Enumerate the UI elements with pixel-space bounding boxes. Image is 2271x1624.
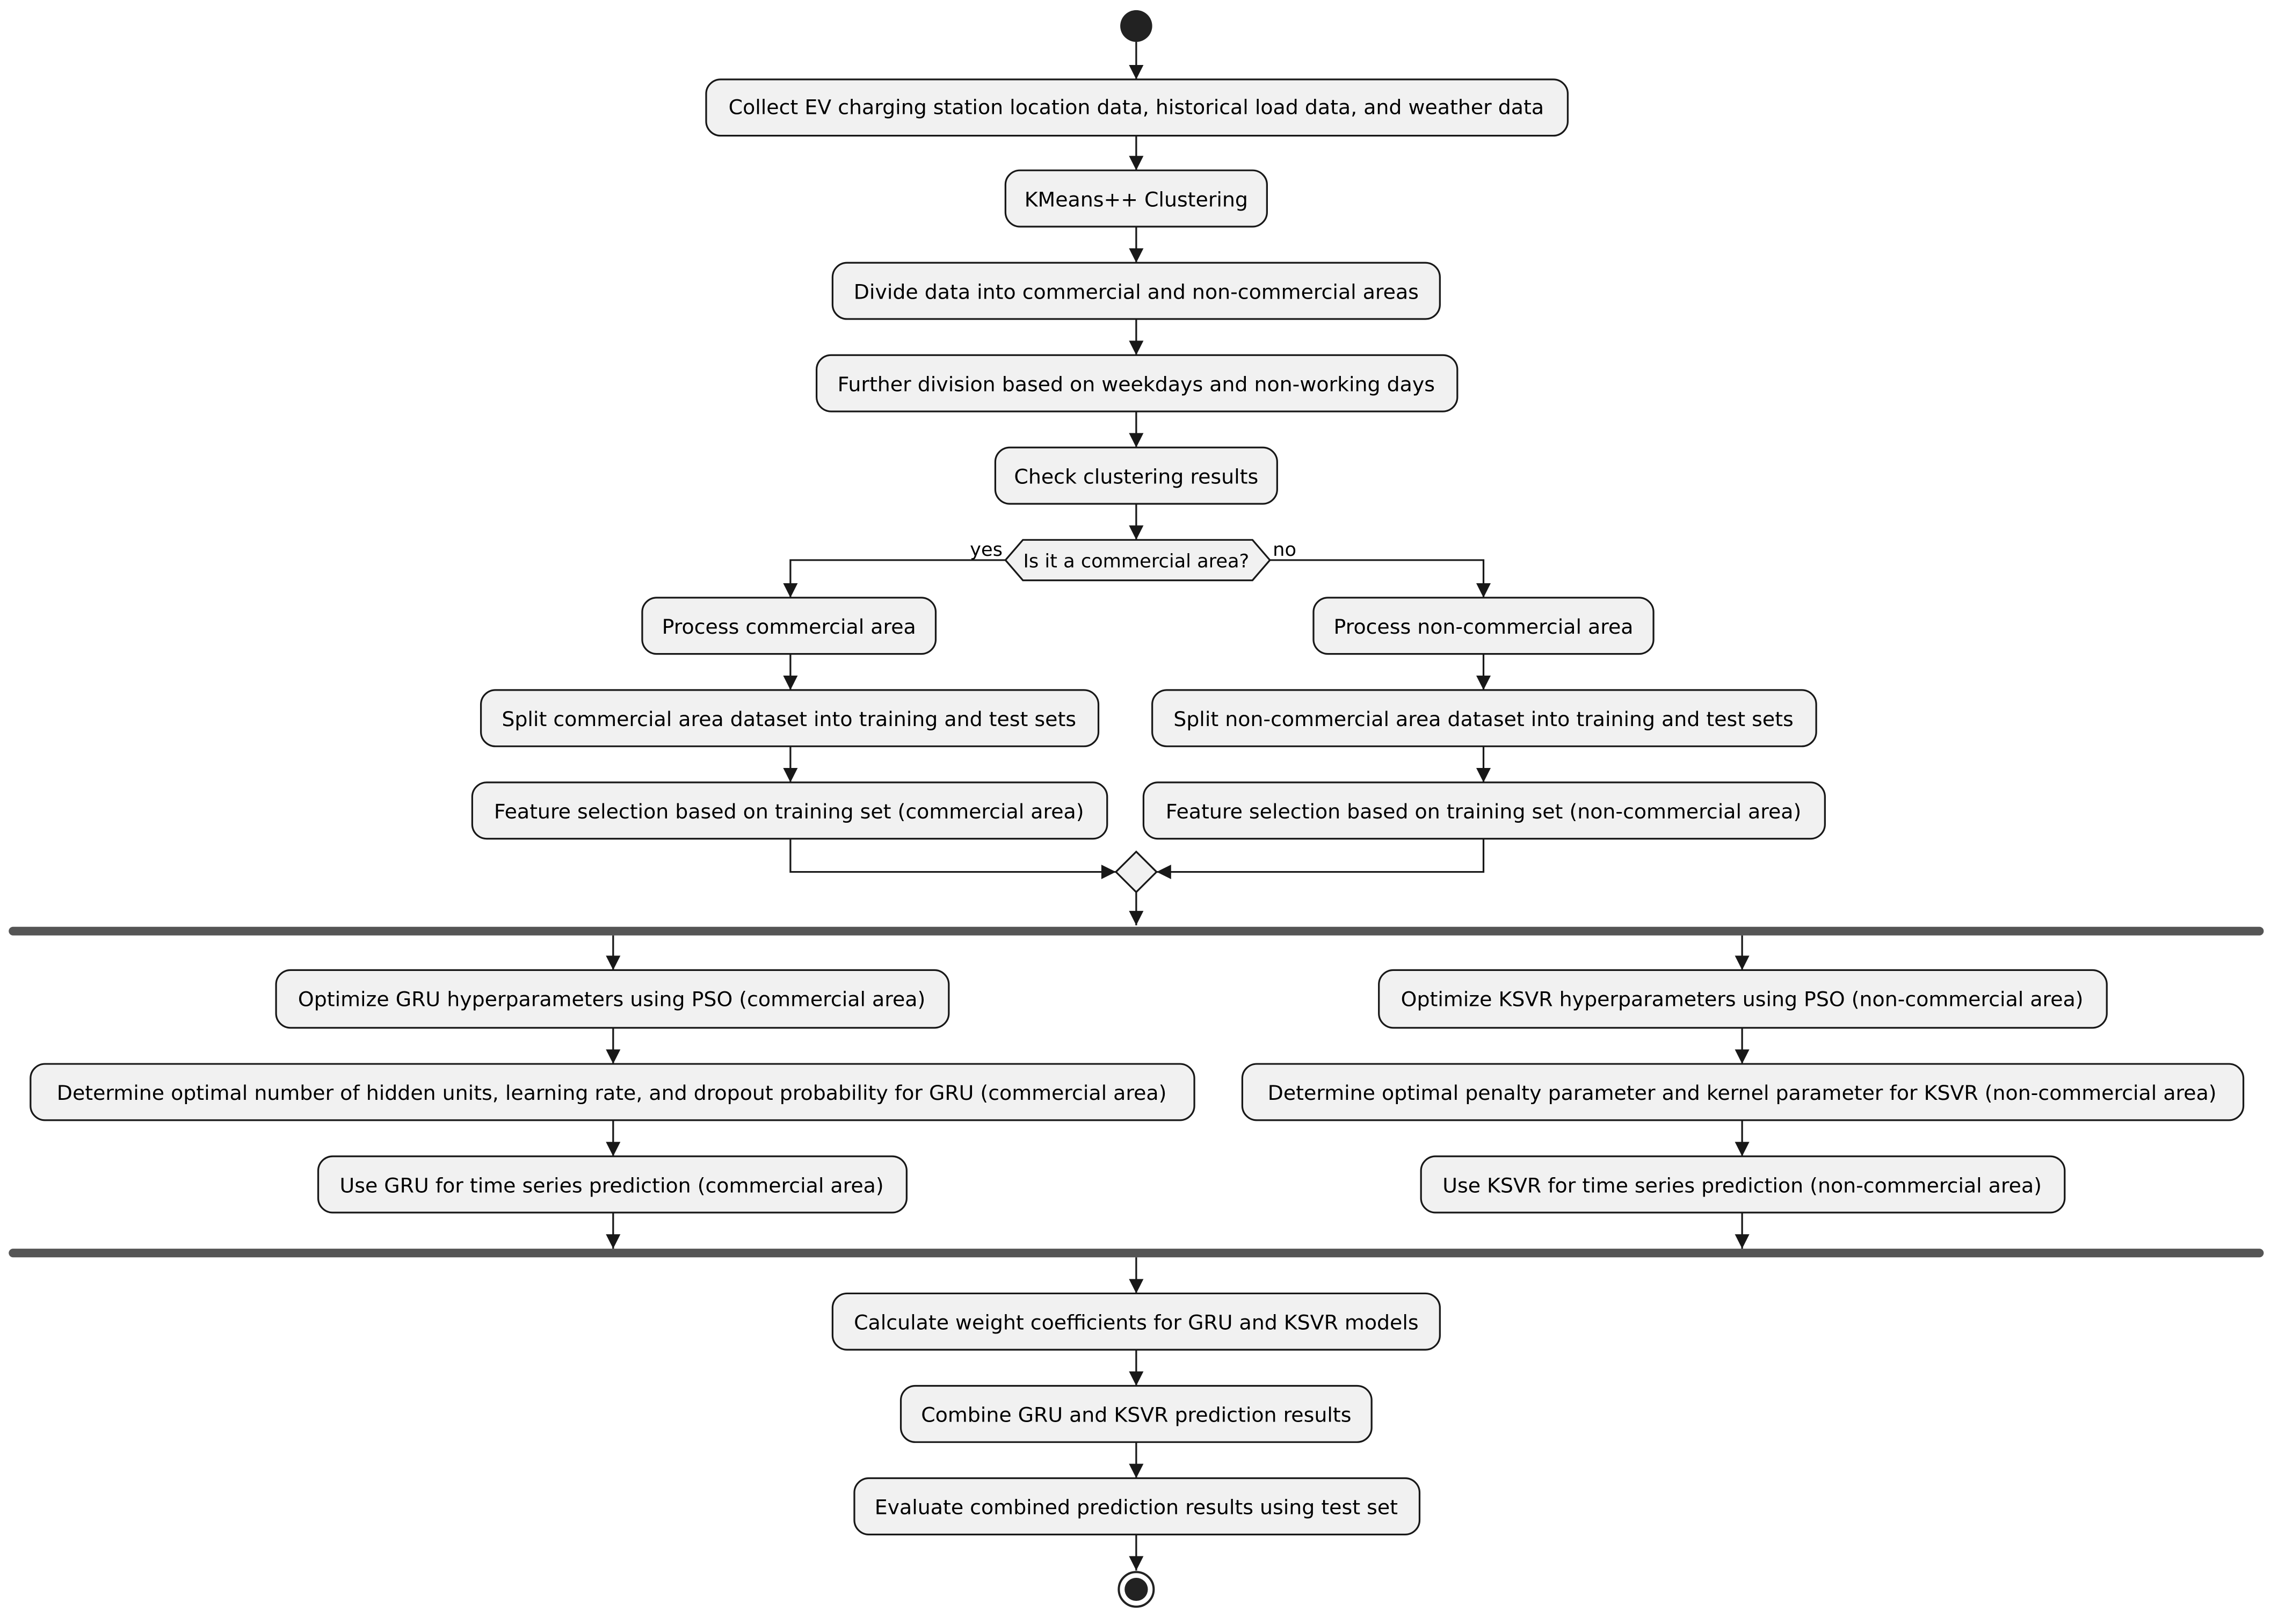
step-further-division: Further division based on weekdays and n… <box>815 354 1459 412</box>
step-process-noncommercial: Process non-commercial area <box>1312 597 1655 655</box>
ksvr-optimize-label: Optimize KSVR hyperparameters using PSO … <box>1401 988 2084 1011</box>
weights-label: Calculate weight coefficients for GRU an… <box>854 1311 1418 1335</box>
arrow-head <box>1476 675 1491 690</box>
arrow-head <box>606 1049 621 1064</box>
step-check-label: Check clustering results <box>1014 465 1258 489</box>
process-commercial-label: Process commercial area <box>662 615 916 639</box>
arrow-head <box>1129 911 1144 926</box>
arrow-head <box>783 583 798 598</box>
step-calculate-weights: Calculate weight coefficients for GRU an… <box>831 1292 1441 1351</box>
arrow-head <box>606 1234 621 1249</box>
arrow-head <box>1129 525 1144 540</box>
ksvr-predict-label: Use KSVR for time series prediction (non… <box>1442 1173 2042 1197</box>
step-clustering: KMeans++ Clustering <box>1004 169 1268 228</box>
step-gru-predict: Use GRU for time series prediction (comm… <box>317 1155 908 1214</box>
decision-question: Is it a commercial area? <box>1024 550 1250 572</box>
arrow-head <box>1129 64 1144 79</box>
gru-determine-label: Determine optimal number of hidden units… <box>57 1081 1167 1105</box>
arrow-head <box>1129 1463 1144 1478</box>
step-collect-label: Collect EV charging station location dat… <box>729 95 1544 119</box>
decision-no-label: no <box>1273 539 1296 561</box>
edge <box>789 838 1116 873</box>
arrow-head <box>783 768 798 782</box>
arrow-head <box>1129 156 1144 171</box>
evaluate-label: Evaluate combined prediction results usi… <box>875 1496 1398 1519</box>
step-divide: Divide data into commercial and non-comm… <box>831 262 1441 320</box>
decision-commercial: Is it a commercial area? <box>1004 539 1271 582</box>
start-node <box>1120 10 1152 42</box>
arrow-head <box>1476 768 1491 782</box>
edge-yes <box>789 559 1006 598</box>
arrow-head <box>606 1142 621 1157</box>
step-split-commercial: Split commercial area dataset into train… <box>480 689 1100 748</box>
arrow-head <box>1129 1556 1144 1571</box>
step-divide-label: Divide data into commercial and non-comm… <box>854 280 1419 304</box>
step-feature-noncommercial: Feature selection based on training set … <box>1142 781 1826 840</box>
arrow-head <box>1129 1371 1144 1386</box>
edge <box>1156 838 1485 873</box>
step-split-noncommercial: Split non-commercial area dataset into t… <box>1151 689 1817 748</box>
split-noncommercial-label: Split non-commercial area dataset into t… <box>1173 707 1794 731</box>
feature-commercial-label: Feature selection based on training set … <box>494 800 1084 823</box>
step-ksvr-optimize: Optimize KSVR hyperparameters using PSO … <box>1378 969 2108 1029</box>
step-combine-results: Combine GRU and KSVR prediction results <box>899 1384 1373 1443</box>
arrow-head <box>1129 1279 1144 1294</box>
process-noncommercial-label: Process non-commercial area <box>1334 615 1634 639</box>
step-clustering-label: KMeans++ Clustering <box>1025 187 1248 211</box>
arrow-head <box>783 675 798 690</box>
decision-yes-label: yes <box>970 539 1003 561</box>
step-gru-optimize: Optimize GRU hyperparameters using PSO (… <box>275 969 950 1029</box>
combine-label: Combine GRU and KSVR prediction results <box>921 1403 1351 1427</box>
arrow-head <box>1101 865 1116 879</box>
merge-node <box>1114 850 1158 894</box>
split-commercial-label: Split commercial area dataset into train… <box>502 707 1076 731</box>
feature-noncommercial-label: Feature selection based on training set … <box>1166 800 1801 823</box>
fork-bar <box>9 926 2264 936</box>
step-evaluate: Evaluate combined prediction results usi… <box>853 1477 1421 1535</box>
arrow-head <box>1129 248 1144 263</box>
step-feature-commercial: Feature selection based on training set … <box>471 781 1108 840</box>
arrow-head <box>1129 433 1144 448</box>
arrow-head <box>1476 583 1491 598</box>
step-further-label: Further division based on weekdays and n… <box>838 373 1435 396</box>
step-collect: Collect EV charging station location dat… <box>705 78 1569 137</box>
edge-no <box>1269 559 1485 598</box>
step-gru-determine: Determine optimal number of hidden units… <box>30 1063 1195 1121</box>
join-bar <box>9 1249 2264 1258</box>
gru-predict-label: Use GRU for time series prediction (comm… <box>340 1173 884 1197</box>
step-check: Check clustering results <box>994 446 1278 505</box>
end-node <box>1118 1571 1155 1608</box>
arrow-head <box>1156 865 1171 879</box>
step-ksvr-predict: Use KSVR for time series prediction (non… <box>1420 1155 2066 1214</box>
arrow-head <box>1735 1142 1750 1157</box>
gru-optimize-label: Optimize GRU hyperparameters using PSO (… <box>298 988 925 1011</box>
ksvr-determine-label: Determine optimal penalty parameter and … <box>1268 1081 2217 1105</box>
step-ksvr-determine: Determine optimal penalty parameter and … <box>1241 1063 2245 1121</box>
step-process-commercial: Process commercial area <box>641 597 937 655</box>
arrow-head <box>1735 1234 1750 1249</box>
arrow-head <box>1735 955 1750 970</box>
arrow-head <box>1129 340 1144 356</box>
arrow-head <box>606 955 621 970</box>
arrow-head <box>1735 1049 1750 1064</box>
